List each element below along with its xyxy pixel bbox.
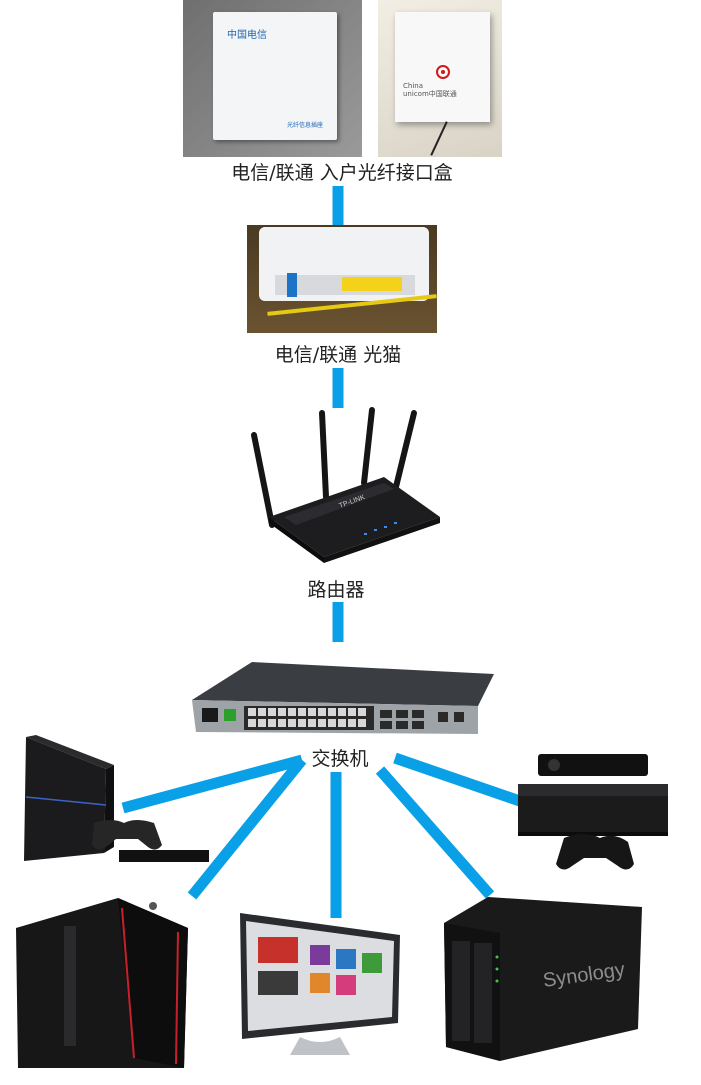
gaming-pc-image xyxy=(16,898,188,1068)
unicom-brand-line1: China xyxy=(403,82,423,90)
fiber-box-unicom-photo: China unicom中国联通 xyxy=(378,0,502,157)
fiber-box-telecom-subtext: 光纤信息插座 xyxy=(287,122,324,129)
unicom-logo-icon xyxy=(436,65,450,79)
smart-tv-image xyxy=(240,913,400,1055)
unicom-brand-line2: unicom中国联通 xyxy=(403,90,457,98)
ps4-console-image xyxy=(24,735,209,862)
switch-image xyxy=(192,662,494,734)
link-switch-xbox xyxy=(393,752,542,814)
fiber-box-telecom-photo: 中国电信 光纤信息插座 xyxy=(183,0,362,157)
label-fiber-box: 电信/联通 入户光纤接口盒 xyxy=(231,162,453,184)
link-switch-ps4 xyxy=(121,754,304,814)
link-switch-pc xyxy=(187,756,307,900)
modem-photo xyxy=(247,225,437,333)
nas-image: Synology xyxy=(444,897,642,1061)
fiber-box-telecom-brand: 中国电信 xyxy=(227,30,267,41)
router-image: TP-LINK xyxy=(251,407,440,563)
ps4-controller-icon xyxy=(92,820,162,850)
label-router: 路由器 xyxy=(307,579,365,601)
label-modem: 电信/联通 光猫 xyxy=(274,344,402,366)
xbox-controller-icon xyxy=(556,834,634,870)
label-switch: 交换机 xyxy=(311,748,369,770)
xbox-image xyxy=(518,754,668,870)
link-switch-nas xyxy=(375,766,495,899)
